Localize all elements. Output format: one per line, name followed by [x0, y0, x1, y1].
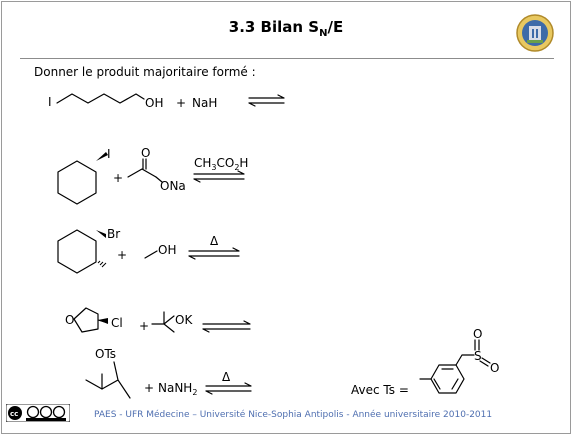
- university-seal-icon: [516, 14, 554, 52]
- bromo-label: Br: [107, 227, 120, 241]
- sodium-amide-label: NaNH2: [158, 381, 197, 397]
- slide-title: 3.3 Bilan SN/E: [228, 18, 344, 39]
- chloro-label: Cl: [111, 316, 123, 330]
- creative-commons-icon: cc: [6, 404, 70, 422]
- sulfonyl-oxygen: O: [473, 327, 482, 341]
- tosyl-definition-label: Avec Ts =: [351, 383, 409, 397]
- title-divider: [20, 58, 554, 59]
- solvent-acetic-acid: CH3CO2H: [194, 156, 248, 172]
- heat-symbol: Δ: [210, 234, 219, 248]
- iodo-label: I: [48, 95, 52, 109]
- sulfur-label: S: [474, 349, 482, 363]
- tosylate-label: OTs: [95, 347, 116, 361]
- heat-symbol: Δ: [222, 370, 231, 384]
- ring-oxygen: O: [65, 313, 74, 327]
- plus-sign: +: [176, 96, 186, 110]
- plus-sign: +: [113, 171, 123, 185]
- instruction-text: Donner le produit majoritaire formé :: [34, 65, 256, 79]
- potassium-tbuoxide-label: OK: [175, 313, 193, 327]
- sulfonyl-oxygen: O: [490, 361, 499, 375]
- reagent-nah: NaH: [192, 96, 217, 110]
- plus-sign: +: [144, 381, 154, 395]
- methanol-label: OH: [158, 243, 176, 257]
- plus-sign: +: [117, 248, 127, 262]
- hydroxyl-label: OH: [145, 96, 163, 110]
- plus-sign: +: [139, 319, 149, 333]
- svg-text:cc: cc: [10, 410, 18, 418]
- iodo-label: I: [107, 147, 111, 161]
- footer-text: PAES - UFR Médecine – Université Nice-So…: [94, 410, 493, 420]
- sodium-acetate-label: ONa: [160, 179, 186, 193]
- carbonyl-oxygen: O: [141, 146, 150, 160]
